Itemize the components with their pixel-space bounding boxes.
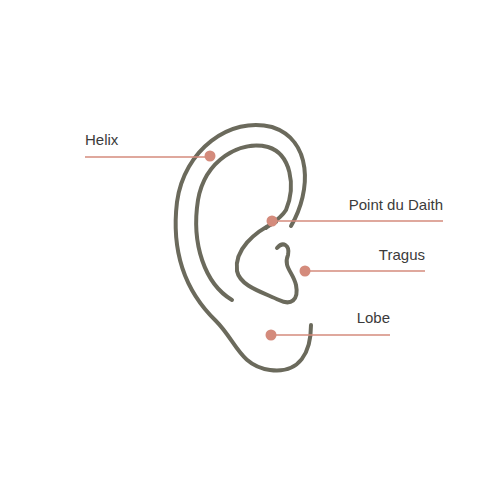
piercing-dot [300,266,311,277]
piercing-dot [266,330,277,341]
ear-outline [176,125,311,371]
part-label: Helix [85,131,118,149]
helix-rim [196,146,291,300]
leader-line [271,334,390,336]
piercing-dot [205,151,216,162]
leader-line [85,156,210,158]
concha-outline [237,222,297,302]
part-label: Tragus [379,246,425,264]
part-label: Lobe [357,309,390,327]
leader-line [305,270,425,272]
part-label: Point du Daith [349,196,443,214]
piercing-dot [267,216,278,227]
leader-line [272,220,443,222]
